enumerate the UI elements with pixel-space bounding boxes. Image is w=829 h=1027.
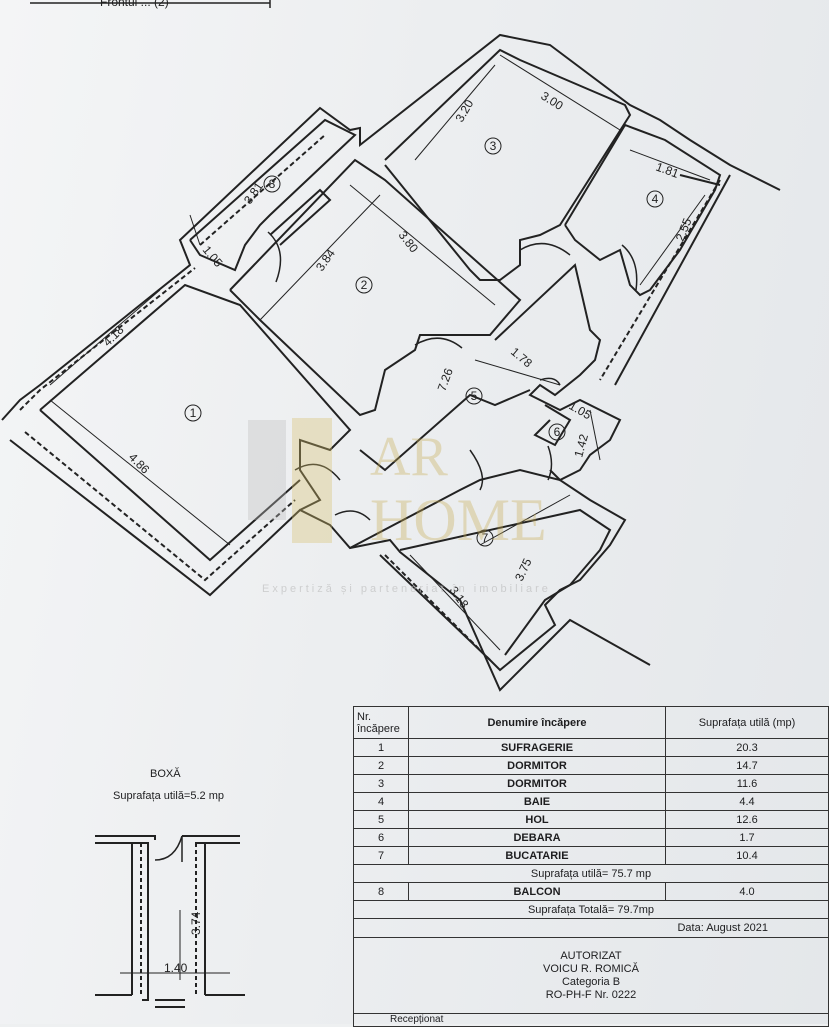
room-number-1: 1: [190, 406, 197, 420]
dim-label: 3.80: [396, 228, 422, 255]
watermark-logo-bar-gold: [292, 418, 332, 543]
table-row: 4 BAIE 4.4: [353, 792, 829, 811]
table-row: 1 SUFRAGERIE 20.3: [353, 738, 829, 757]
dimension-lines: [49, 54, 711, 651]
row-nr: 3: [353, 774, 409, 793]
watermark-brand-top: AR: [370, 426, 448, 488]
watermark-brand-bottom: HOME: [370, 487, 547, 553]
row-name: BALCON: [408, 882, 666, 901]
authorization-row: AUTORIZAT VOICU R. ROMICĂ Categoria B RO…: [353, 937, 829, 1014]
boxa-dim-width: 1.40: [164, 961, 188, 975]
row-area: 10.4: [665, 846, 829, 865]
dim-label: 1.81: [654, 160, 681, 181]
dim-label: 4.18: [100, 322, 127, 349]
row-nr: 8: [353, 882, 409, 901]
dim-label: 3.20: [452, 97, 476, 125]
row-area: 11.6: [665, 774, 829, 793]
boxa-dim-height: 3.74: [189, 911, 203, 935]
dim-label: 3.81: [241, 179, 266, 206]
watermark-logo-bar-grey: [248, 420, 286, 520]
room-number-5: 5: [471, 389, 478, 403]
header-area: Suprafața utilă (mp): [665, 706, 829, 739]
row-nr: 6: [353, 828, 409, 847]
room-number-8: 8: [269, 177, 276, 191]
row-nr: 1: [353, 738, 409, 757]
table-row: 5 HOL 12.6: [353, 810, 829, 829]
room-numbers: 1 2 3 4 5 6 7 8: [190, 139, 659, 545]
received-row: Recepționat: [353, 1013, 829, 1027]
row-name: SUFRAGERIE: [408, 738, 666, 757]
subtotal-text: Suprafața utilă= 75.7 mp: [353, 864, 829, 883]
header-name: Denumire încăpere: [408, 706, 666, 739]
plan-walls: [1, 33, 781, 692]
row-nr: 4: [353, 792, 409, 811]
dim-label: 7.26: [435, 366, 456, 393]
dim-label: 1.42: [571, 432, 591, 458]
room-number-2: 2: [361, 278, 368, 292]
boxa-title: BOXĂ: [150, 768, 181, 780]
row-name: HOL: [408, 810, 666, 829]
date-text: Data: August 2021: [353, 918, 829, 938]
total-text: Suprafața Totală= 79.7mp: [353, 900, 829, 919]
areas-table: Nr. încăpere Denumire încăpere Suprafața…: [353, 706, 829, 1027]
total-row: Suprafața Totală= 79.7mp: [353, 900, 829, 919]
dim-label: 1.05: [200, 243, 226, 270]
dim-label: 1.05: [567, 398, 595, 422]
room-number-3: 3: [490, 139, 497, 153]
date-row: Data: August 2021: [353, 918, 829, 938]
row-name: DORMITOR: [408, 774, 666, 793]
row-name: DORMITOR: [408, 756, 666, 775]
authorization-stamp: AUTORIZAT VOICU R. ROMICĂ Categoria B RO…: [353, 937, 829, 1014]
boxa-plan: [95, 835, 245, 1008]
auth-line-2: VOICU R. ROMICĂ: [543, 962, 639, 975]
table-row: 6 DEBARA 1.7: [353, 828, 829, 847]
auth-line-4: RO-PH-F Nr. 0222: [545, 988, 637, 1001]
table-row: 2 DORMITOR 14.7: [353, 756, 829, 775]
balcony-row: 8 BALCON 4.0: [353, 882, 829, 901]
received-text: Recepționat: [353, 1013, 829, 1027]
dim-label: 1.78: [508, 345, 535, 371]
boxa-area: Suprafața utilă=5.2 mp: [113, 790, 224, 802]
row-area: 4.4: [665, 792, 829, 811]
watermark: AR HOME Expertiză și parteneriat în imob…: [248, 418, 551, 595]
subtotal-row: Suprafața utilă= 75.7 mp: [353, 864, 829, 883]
table-header-row: Nr. încăpere Denumire încăpere Suprafața…: [353, 706, 829, 739]
row-area: 12.6: [665, 810, 829, 829]
room-number-4: 4: [652, 192, 659, 206]
row-nr: 2: [353, 756, 409, 775]
row-name: BUCATARIE: [408, 846, 666, 865]
row-name: BAIE: [408, 792, 666, 811]
dim-label: 3.84: [313, 246, 338, 273]
header-nr: Nr. încăpere: [353, 706, 409, 739]
row-area: 20.3: [665, 738, 829, 757]
watermark-tagline: Expertiză și parteneriat în imobiliare: [262, 583, 551, 595]
row-area: 4.0: [665, 882, 829, 901]
dim-label: 3.00: [538, 89, 566, 113]
header-cut-text: Frontul ... (2): [100, 0, 169, 9]
dim-label: 3.75: [512, 556, 535, 583]
table-row: 7 BUCATARIE 10.4: [353, 846, 829, 865]
row-area: 1.7: [665, 828, 829, 847]
row-nr: 5: [353, 810, 409, 829]
auth-line-3: Categoria B: [561, 975, 621, 988]
room-number-7: 7: [482, 531, 489, 545]
auth-line-1: AUTORIZAT: [560, 949, 622, 962]
dim-label: 4.86: [126, 450, 153, 477]
room-markers: [184, 137, 664, 547]
row-name: DEBARA: [408, 828, 666, 847]
room-number-6: 6: [554, 425, 561, 439]
table-row: 3 DORMITOR 11.6: [353, 774, 829, 793]
row-nr: 7: [353, 846, 409, 865]
row-area: 14.7: [665, 756, 829, 775]
